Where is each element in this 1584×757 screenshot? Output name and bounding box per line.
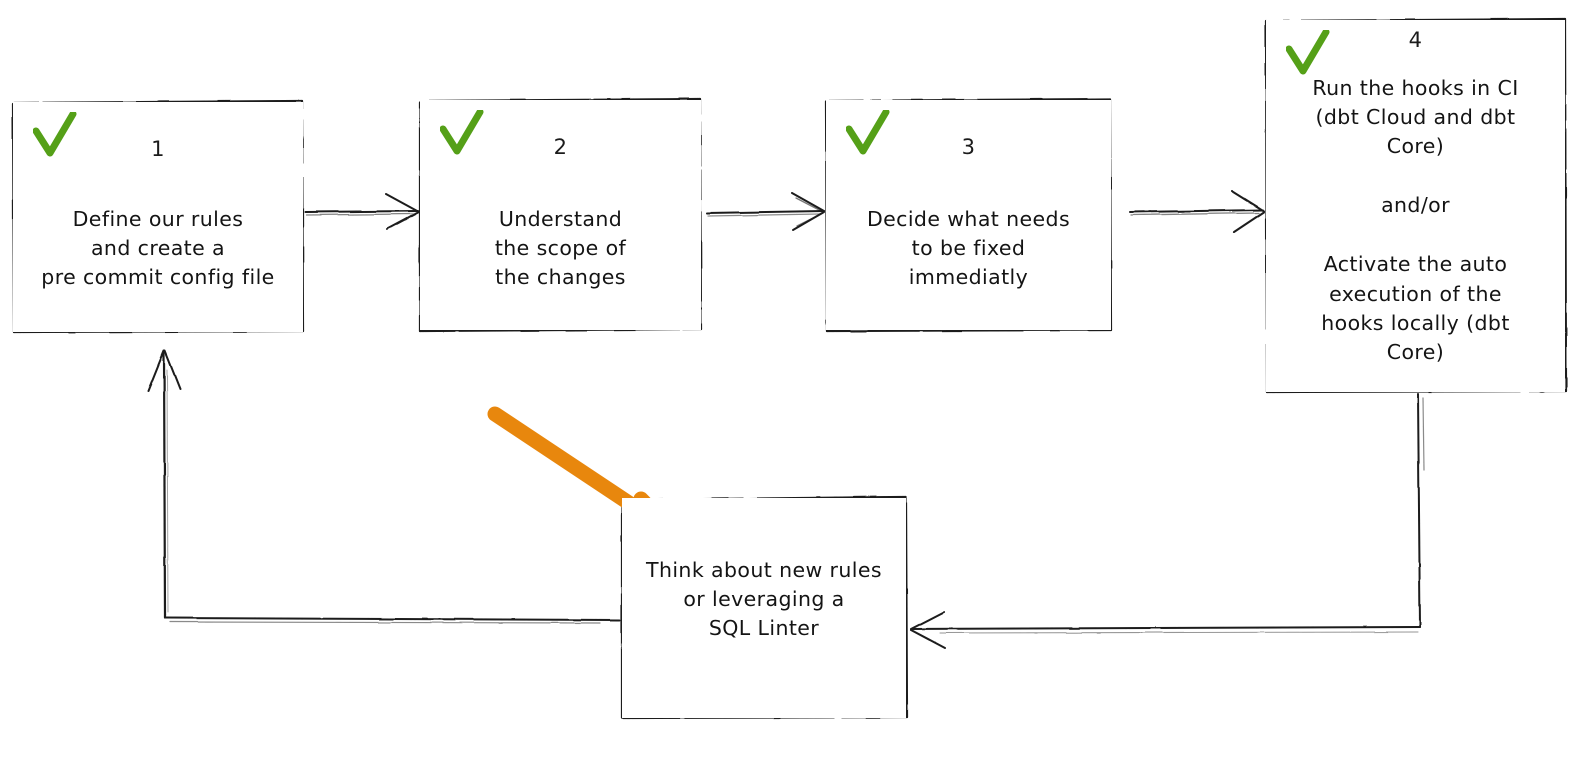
green-check-icon (439, 108, 484, 158)
connector-step2-step3 (706, 192, 825, 231)
step-text: Decide what needs to be fixed immediatly (866, 207, 1071, 290)
flow-node-step-5[interactable]: Think about new rules or leveraging a SQ… (622, 498, 906, 718)
green-check-icon (32, 110, 77, 160)
green-check-icon (845, 108, 890, 158)
step-text: Think about new rules or leveraging a SQ… (646, 558, 882, 641)
step-text: Define our rules and create a pre commit… (41, 207, 275, 290)
step-text-local: Activate the auto execution of the hooks… (1321, 252, 1510, 364)
step-number: 1 (151, 137, 165, 161)
connector-step1-step2 (304, 193, 420, 230)
step-number: 2 (553, 135, 568, 159)
flow-node-step-3[interactable]: 3 Decide what needs to be fixed immediat… (826, 100, 1111, 330)
connector-step5-step1 (147, 350, 621, 624)
flow-node-step-1[interactable]: 1 Define our rules and create a pre comm… (13, 102, 303, 332)
flow-node-step-2[interactable]: 2 Understand the scope of the changes (420, 100, 701, 330)
connector-step3-step4 (1129, 190, 1265, 233)
step-text: Understand the scope of the changes (494, 207, 627, 290)
green-check-icon (1285, 28, 1330, 78)
step-text-andor: and/or (1381, 193, 1450, 218)
connector-step4-step5 (910, 393, 1425, 649)
step-number: 3 (961, 135, 976, 159)
step-number: 4 (1408, 28, 1423, 52)
step-text-ci: Run the hooks in CI (dbt Cloud and dbt C… (1312, 76, 1519, 159)
flow-node-step-4[interactable]: 4 Run the hooks in CI (dbt Cloud and dbt… (1266, 20, 1565, 392)
